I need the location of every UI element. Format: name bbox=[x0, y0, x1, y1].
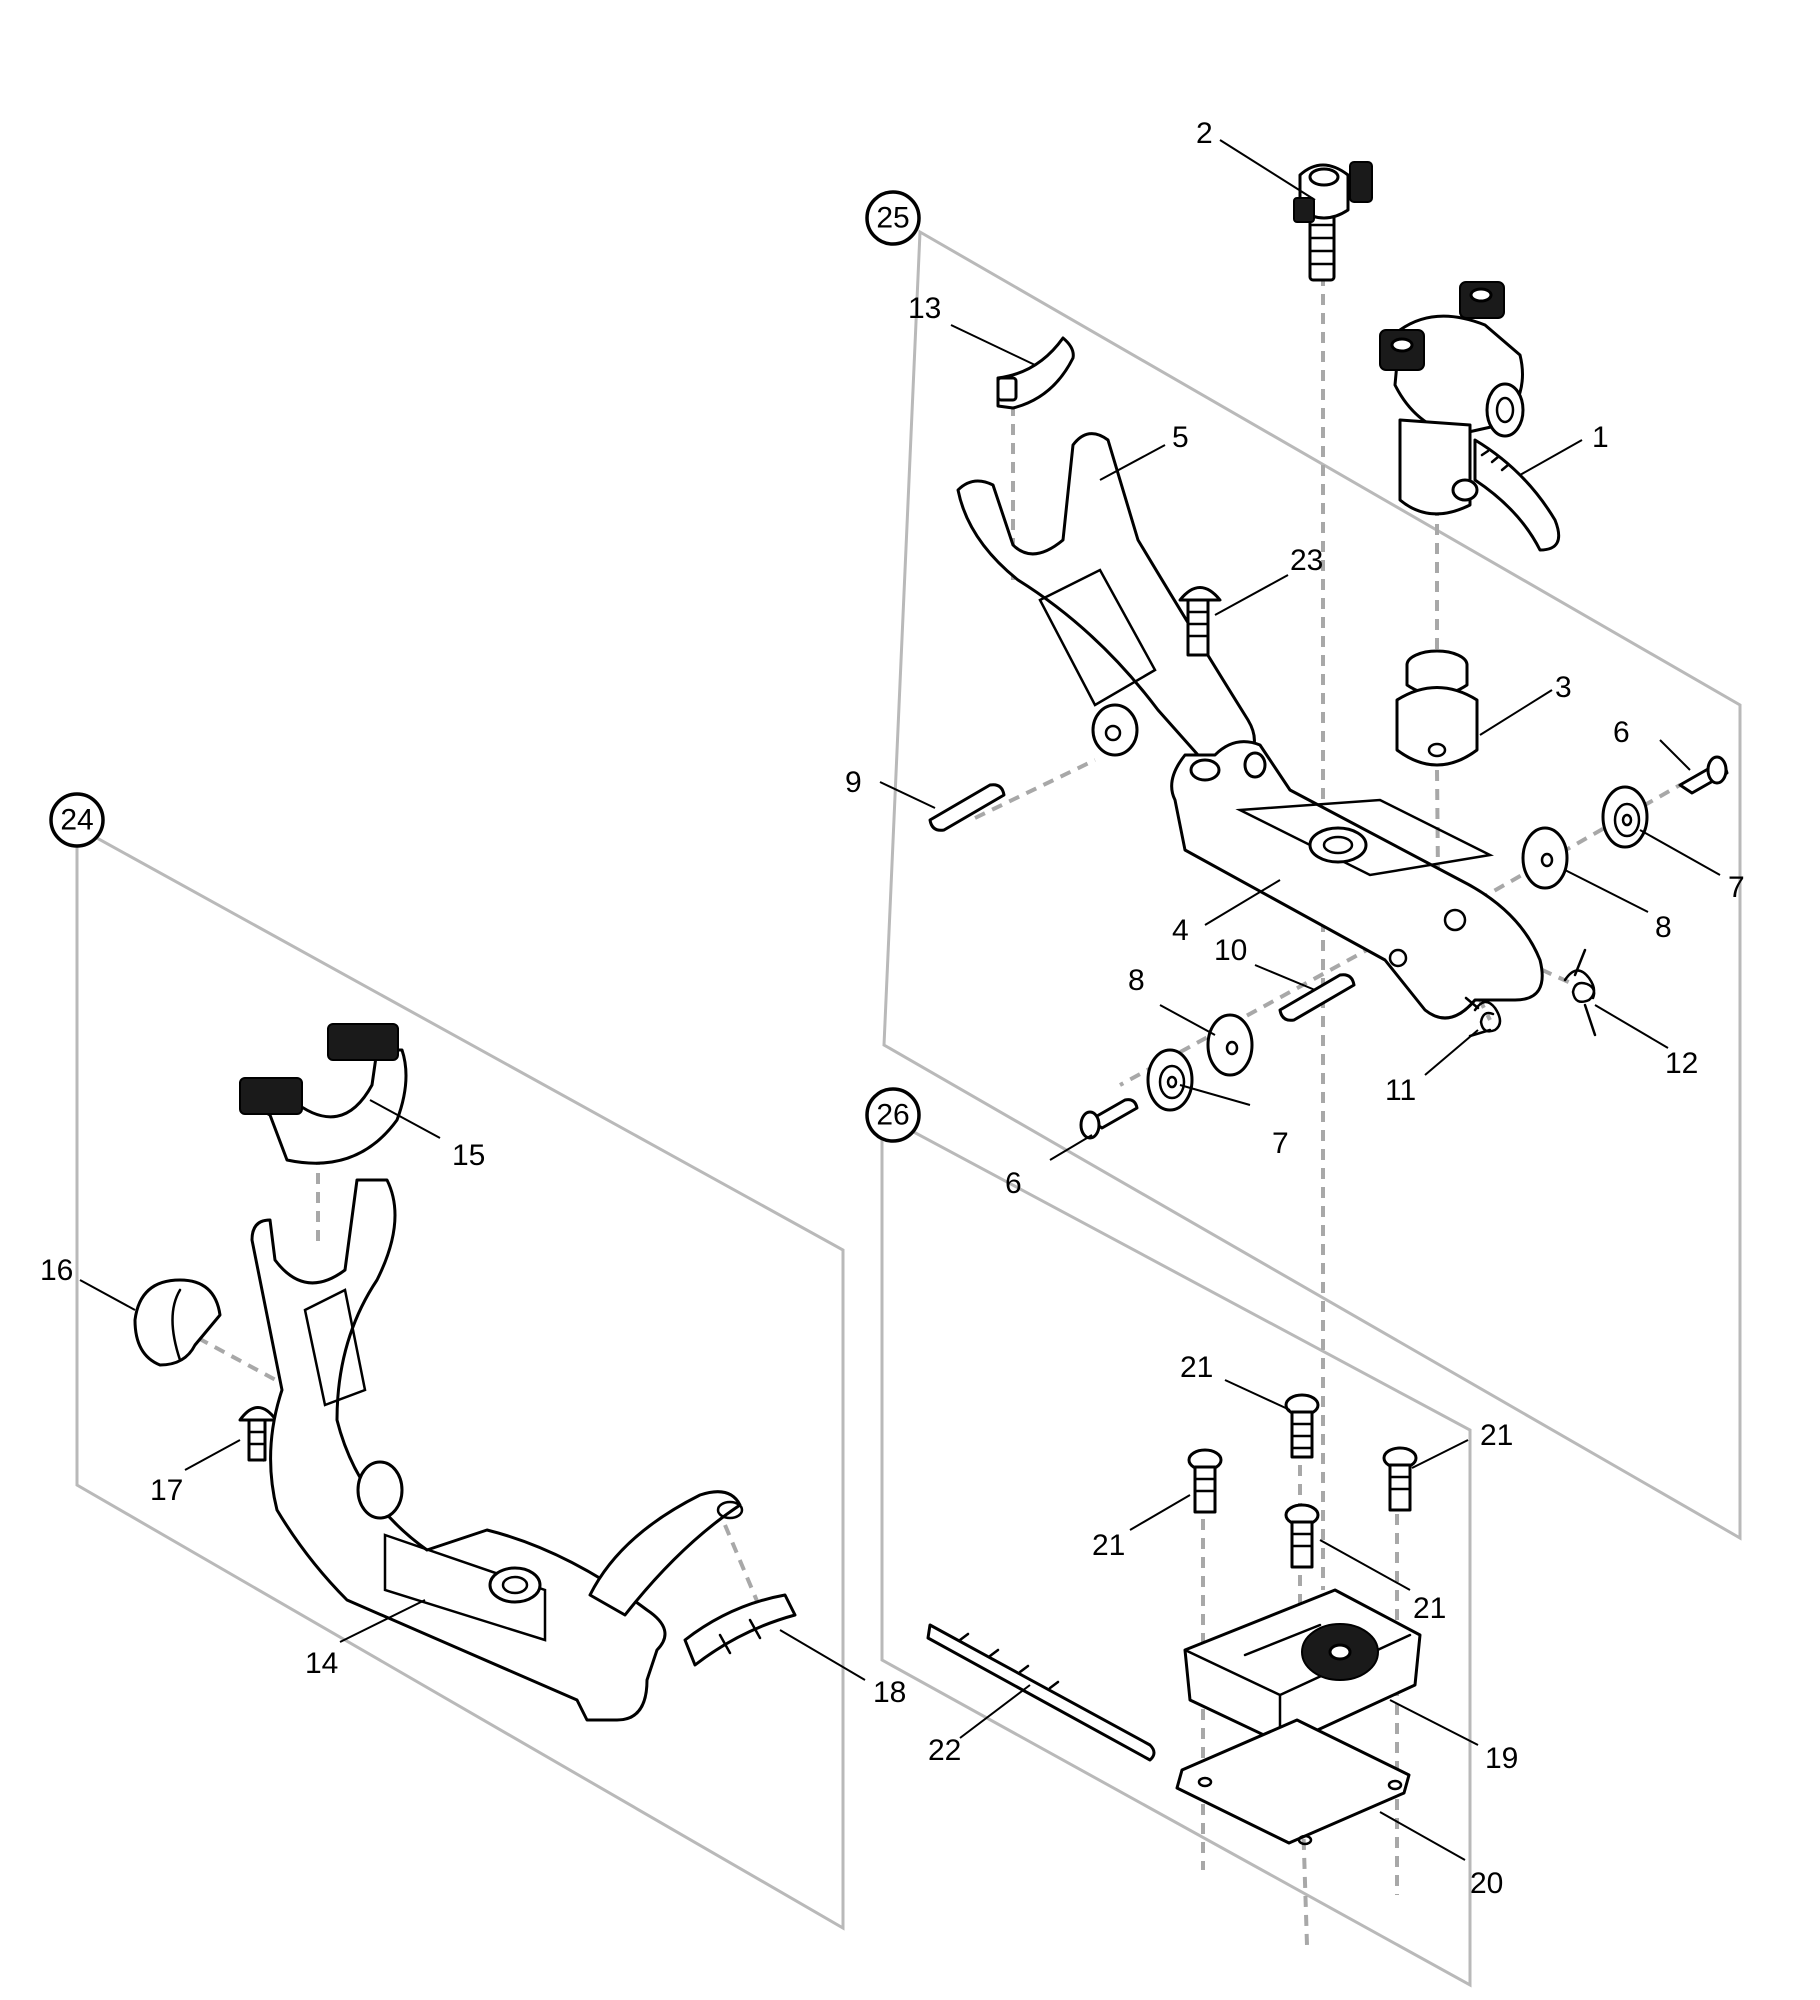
part-21-screw-left bbox=[1187, 1448, 1223, 1514]
callout-21-top: 21 bbox=[1180, 1351, 1213, 1384]
callout-15: 15 bbox=[452, 1139, 485, 1172]
part-23-screw bbox=[1178, 586, 1222, 657]
part-8-washer-upper bbox=[1521, 826, 1569, 890]
callout-1: 1 bbox=[1592, 421, 1609, 454]
callout-7-lower: 7 bbox=[1272, 1127, 1289, 1160]
part-7-washer-lower bbox=[1146, 1048, 1194, 1112]
part-12-torsion-spring bbox=[1563, 948, 1597, 1037]
assembly-lines bbox=[197, 275, 1681, 1946]
callout-6-upper: 6 bbox=[1613, 716, 1630, 749]
part-5-fork-arm bbox=[956, 432, 1256, 773]
part-15-yoke bbox=[239, 1023, 408, 1165]
callout-13: 13 bbox=[908, 292, 941, 325]
panel-group-25 bbox=[882, 229, 1742, 1541]
part-21-screw-top bbox=[1284, 1393, 1320, 1459]
callout-10: 10 bbox=[1214, 934, 1247, 967]
part-7-washer-upper bbox=[1601, 785, 1649, 849]
part-3-knob bbox=[1395, 649, 1479, 767]
part-22-rod bbox=[926, 1623, 1156, 1762]
group-label-24: 24 bbox=[60, 804, 93, 837]
callout-3: 3 bbox=[1555, 671, 1572, 704]
callout-2: 2 bbox=[1196, 117, 1213, 150]
callout-9: 9 bbox=[845, 766, 862, 799]
callout-11: 11 bbox=[1385, 1074, 1416, 1107]
panel-group-26 bbox=[880, 1112, 1472, 1988]
callout-16: 16 bbox=[40, 1254, 73, 1287]
callout-17: 17 bbox=[150, 1474, 183, 1507]
callout-14: 14 bbox=[305, 1647, 338, 1680]
group-label-25: 25 bbox=[876, 202, 909, 235]
group-marker-26: 26 bbox=[865, 1087, 921, 1143]
part-2-thumb-screw bbox=[1293, 161, 1373, 282]
callout-22: 22 bbox=[928, 1734, 961, 1767]
part-18-strap bbox=[683, 1593, 797, 1667]
callout-23: 23 bbox=[1290, 544, 1323, 577]
callout-4: 4 bbox=[1172, 914, 1189, 947]
callout-labels: 2 1 3 4 5 6 6 7 7 8 8 9 10 11 12 13 14 1… bbox=[40, 117, 1745, 1900]
callout-18: 18 bbox=[873, 1676, 906, 1709]
part-20-plate bbox=[1175, 1718, 1411, 1846]
callout-5: 5 bbox=[1172, 421, 1189, 454]
part-8-washer-lower bbox=[1206, 1013, 1254, 1077]
part-6-pin-lower bbox=[1079, 1098, 1139, 1140]
part-13-pad bbox=[996, 336, 1075, 410]
part-14-main-arm bbox=[250, 1178, 744, 1722]
leader-lines bbox=[79, 139, 1721, 1861]
part-10-pin bbox=[1278, 973, 1356, 1022]
part-17-screw bbox=[238, 1406, 278, 1462]
callout-21-center: 21 bbox=[1413, 1592, 1446, 1625]
part-16-end-cap bbox=[133, 1278, 222, 1367]
part-4-base-bracket bbox=[1170, 740, 1544, 1020]
group-marker-24: 24 bbox=[49, 792, 105, 848]
part-1-clamp-head bbox=[1379, 281, 1561, 552]
part-19-mount-base bbox=[1183, 1588, 1422, 1747]
part-6-pin-upper bbox=[1678, 755, 1729, 795]
part-21-screw-center bbox=[1284, 1503, 1320, 1569]
callout-8-lower: 8 bbox=[1128, 964, 1145, 997]
callout-8-upper: 8 bbox=[1655, 911, 1672, 944]
panel-group-24 bbox=[75, 824, 845, 1931]
part-9-pin bbox=[928, 783, 1006, 832]
group-label-26: 26 bbox=[876, 1099, 909, 1132]
part-11-spring bbox=[1464, 996, 1502, 1038]
callout-7-upper: 7 bbox=[1728, 871, 1745, 904]
part-21-screw-right bbox=[1382, 1446, 1418, 1512]
group-marker-25: 25 bbox=[865, 190, 921, 246]
callout-20: 20 bbox=[1470, 1867, 1503, 1900]
callout-21-right: 21 bbox=[1480, 1419, 1513, 1452]
callout-19: 19 bbox=[1485, 1742, 1518, 1775]
callout-21-left: 21 bbox=[1092, 1529, 1125, 1562]
callout-12: 12 bbox=[1665, 1047, 1698, 1080]
callout-6-lower: 6 bbox=[1005, 1167, 1022, 1200]
